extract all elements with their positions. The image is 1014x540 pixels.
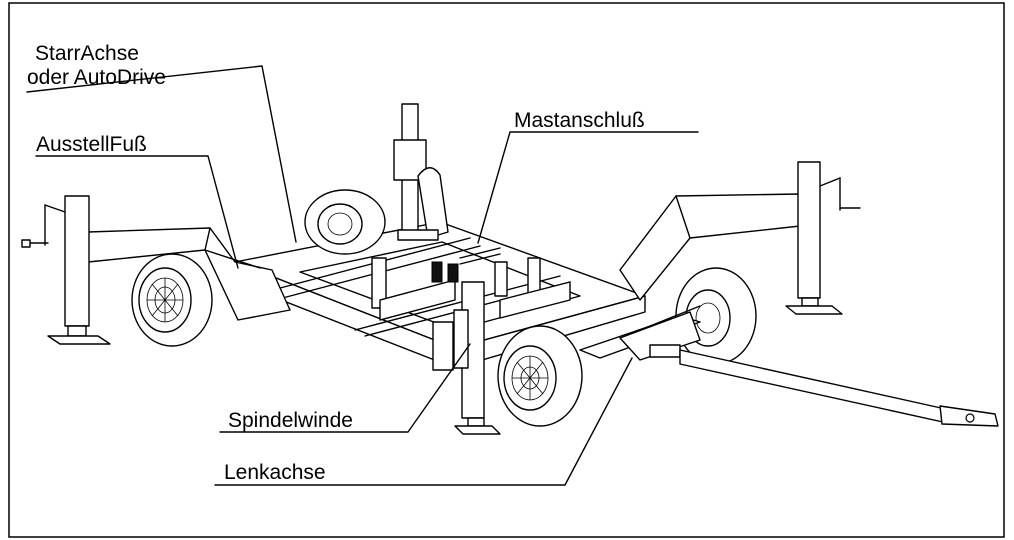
label-spindelwinde: Spindelwinde bbox=[228, 409, 353, 432]
left-rear-wheel bbox=[304, 189, 386, 255]
leader-lenkachse bbox=[214, 357, 633, 486]
leader-lines bbox=[26, 65, 699, 486]
front-center-wheel bbox=[497, 325, 583, 427]
left-outrigger-arm bbox=[21, 195, 291, 345]
leader-starr-achse bbox=[26, 65, 297, 243]
leader-mastanschluss bbox=[477, 131, 699, 244]
left-jack-post bbox=[64, 195, 90, 327]
right-jack-post bbox=[797, 161, 821, 299]
rear-mast-jack bbox=[393, 103, 449, 241]
label-mastanschluss: Mastanschluß bbox=[514, 109, 645, 132]
front-jack bbox=[432, 281, 501, 435]
leader-spindelwinde bbox=[219, 343, 471, 433]
right-outrigger-arm bbox=[619, 161, 861, 315]
label-ausstell-fuss: AusstellFuß bbox=[36, 133, 147, 156]
label-auto-drive: oder AutoDrive bbox=[27, 66, 166, 89]
left-front-wheel bbox=[131, 253, 213, 347]
drawing-border bbox=[8, 2, 1005, 538]
leader-ausstell-fuss bbox=[35, 155, 239, 269]
drawbar bbox=[579, 305, 999, 427]
label-starr-achse: StarrAchse bbox=[35, 42, 139, 65]
label-lenkachse: Lenkachse bbox=[224, 461, 326, 484]
center-mechanism bbox=[431, 247, 501, 283]
